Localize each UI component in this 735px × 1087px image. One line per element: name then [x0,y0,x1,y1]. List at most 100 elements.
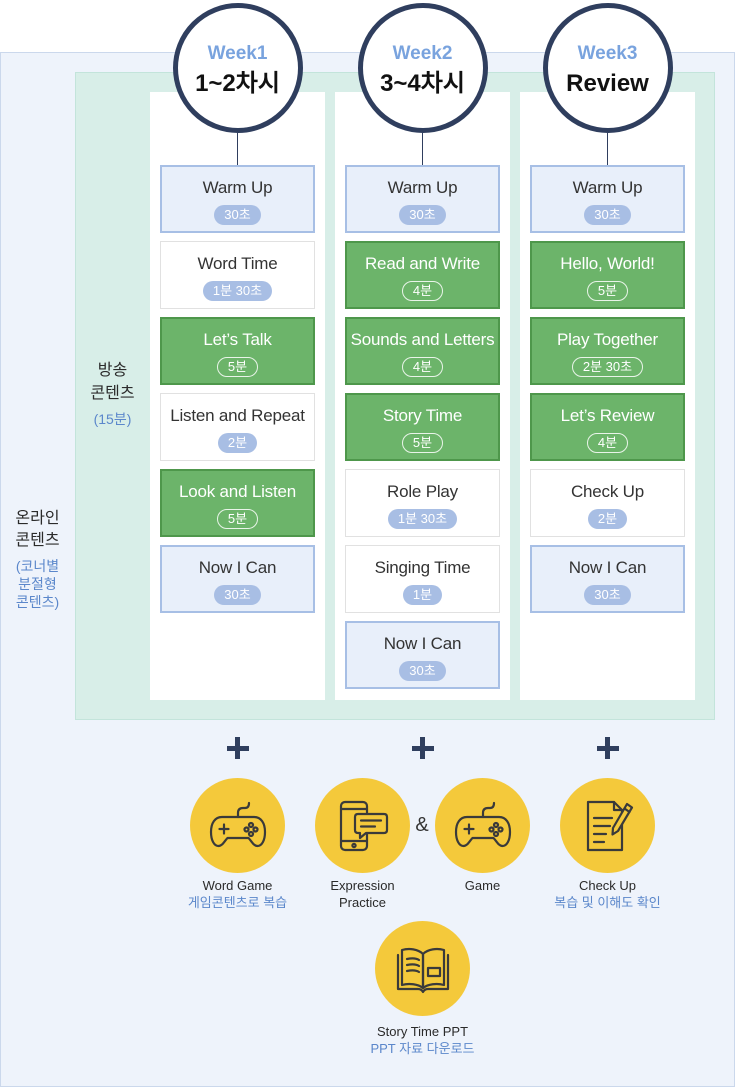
duration-badge: 2분 [587,509,628,529]
extra-title: Word Game [202,878,273,893]
card-title: Role Play [387,482,458,501]
duration-badge: 4분 [401,357,444,377]
lesson-card-lets-review: Let’s Review 4분 [530,393,685,461]
week3-column: Warm Up 30초 Hello, World! 5분 Play Togeth… [520,92,695,700]
online-content-label: 온라인 콘텐츠 (코너별 분절형 콘텐츠) [0,508,75,611]
game-circle [435,778,530,873]
week-label: Week1 [207,43,268,64]
gamepad-icon [454,801,511,847]
duration-badge: 5분 [401,433,444,453]
card-title: Read and Write [364,254,480,273]
plus-icon [596,737,619,759]
card-title: Warm Up [572,178,643,197]
lesson-card-warm-up: Warm Up 30초 [345,165,500,233]
week2-badge: Week2 3~4차시 [357,3,488,133]
duration-badge: 5분 [216,509,259,529]
checklist-pen-icon [586,800,633,851]
lesson-card-play-together: Play Together 2분 30초 [530,317,685,385]
duration-badge: 2분 [217,433,258,453]
lesson-card-story-time: Story Time 5분 [345,393,500,461]
session-label: 3~4차시 [380,70,465,97]
duration-badge: 30초 [584,205,631,225]
extra-title: Game [464,878,501,893]
extra-note: 게임콘텐츠로 복습 [187,895,288,910]
open-book-icon [396,947,449,993]
card-title: Singing Time [374,558,471,577]
duration-badge: 5분 [586,281,629,301]
card-title: Let’s Review [560,406,655,425]
expression-practice-caption: Expression Practice [288,877,438,911]
extra-title: Check Up [578,878,637,893]
duration-badge: 30초 [584,585,631,605]
ampersand: & [415,814,429,836]
lesson-card-look-and-listen: Look and Listen 5분 [160,469,315,537]
broadcast-title-line: 방송 [97,362,128,379]
session-label: 1~2차시 [195,70,280,97]
check-up-circle [560,778,655,873]
lesson-card-singing-time: Singing Time 1분 [345,545,500,613]
card-title: Now I Can [198,558,277,577]
card-title: Story Time [382,406,463,425]
card-title: Word Time [197,254,278,273]
extra-title: Practice [339,895,386,910]
phone-chat-icon [339,800,388,851]
lesson-card-warm-up: Warm Up 30초 [530,165,685,233]
duration-badge: 30초 [399,661,446,681]
plus-icon [411,737,434,759]
word-game-caption: Word Game 게임콘텐츠로 복습 [163,877,313,911]
week-label: Week2 [392,43,453,64]
session-label: Review [566,70,649,97]
broadcast-content-label: 방송 콘텐츠 (15분) [75,359,150,430]
week3-connector-line [607,133,608,165]
duration-badge: 1분 30초 [202,281,273,301]
game-caption: Game [408,877,558,894]
online-note-line: 콘텐츠) [15,594,60,610]
week-label: Week3 [577,43,638,64]
duration-badge: 30초 [214,585,261,605]
duration-badge: 5분 [216,357,259,377]
card-title: Warm Up [202,178,273,197]
gamepad-icon [209,801,266,847]
card-title: Sounds and Letters [350,330,495,349]
lesson-card-read-and-write: Read and Write 4분 [345,241,500,309]
card-title: Now I Can [383,634,462,653]
story-time-ppt-caption: Story Time PPT PPT 자료 다운로드 [348,1023,498,1057]
week2-connector-line [422,133,423,165]
lesson-card-sounds-and-letters: Sounds and Letters 4분 [345,317,500,385]
lesson-card-now-i-can: Now I Can 30초 [530,545,685,613]
lesson-card-role-play: Role Play 1분 30초 [345,469,500,537]
week2-column: Warm Up 30초 Read and Write 4분 Sounds and… [335,92,510,700]
week1-connector-line [237,133,238,165]
card-title: Now I Can [568,558,647,577]
card-title: Check Up [570,482,645,501]
card-title: Hello, World! [560,254,655,273]
lesson-card-listen-and-repeat: Listen and Repeat 2분 [160,393,315,461]
duration-badge: 4분 [586,433,629,453]
plus-icon [226,737,249,759]
duration-badge: 30초 [214,205,261,225]
extra-title: Expression [330,878,395,893]
check-up-caption: Check Up 복습 및 이해도 확인 [533,877,683,911]
lesson-card-now-i-can: Now I Can 30초 [160,545,315,613]
broadcast-duration-note: (15분) [93,411,132,427]
extra-note: 복습 및 이해도 확인 [554,895,661,910]
extra-note: PPT 자료 다운로드 [370,1041,475,1056]
online-title-line: 콘텐츠 [15,532,60,549]
card-title: Look and Listen [178,482,297,501]
duration-badge: 1분 30초 [387,509,458,529]
lesson-card-warm-up: Warm Up 30초 [160,165,315,233]
online-note-line: 분절형 [18,576,57,592]
duration-badge: 4분 [401,281,444,301]
week3-badge: Week3 Review [542,3,673,133]
duration-badge: 1분 [402,585,443,605]
lesson-card-check-up: Check Up 2분 [530,469,685,537]
card-title: Warm Up [387,178,458,197]
word-game-circle [190,778,285,873]
broadcast-title-line: 콘텐츠 [90,385,135,402]
card-title: Let’s Talk [203,330,272,349]
card-title: Play Together [556,330,659,349]
lesson-card-now-i-can: Now I Can 30초 [345,621,500,689]
duration-badge: 2분 30초 [571,357,644,377]
lesson-card-word-time: Word Time 1분 30초 [160,241,315,309]
